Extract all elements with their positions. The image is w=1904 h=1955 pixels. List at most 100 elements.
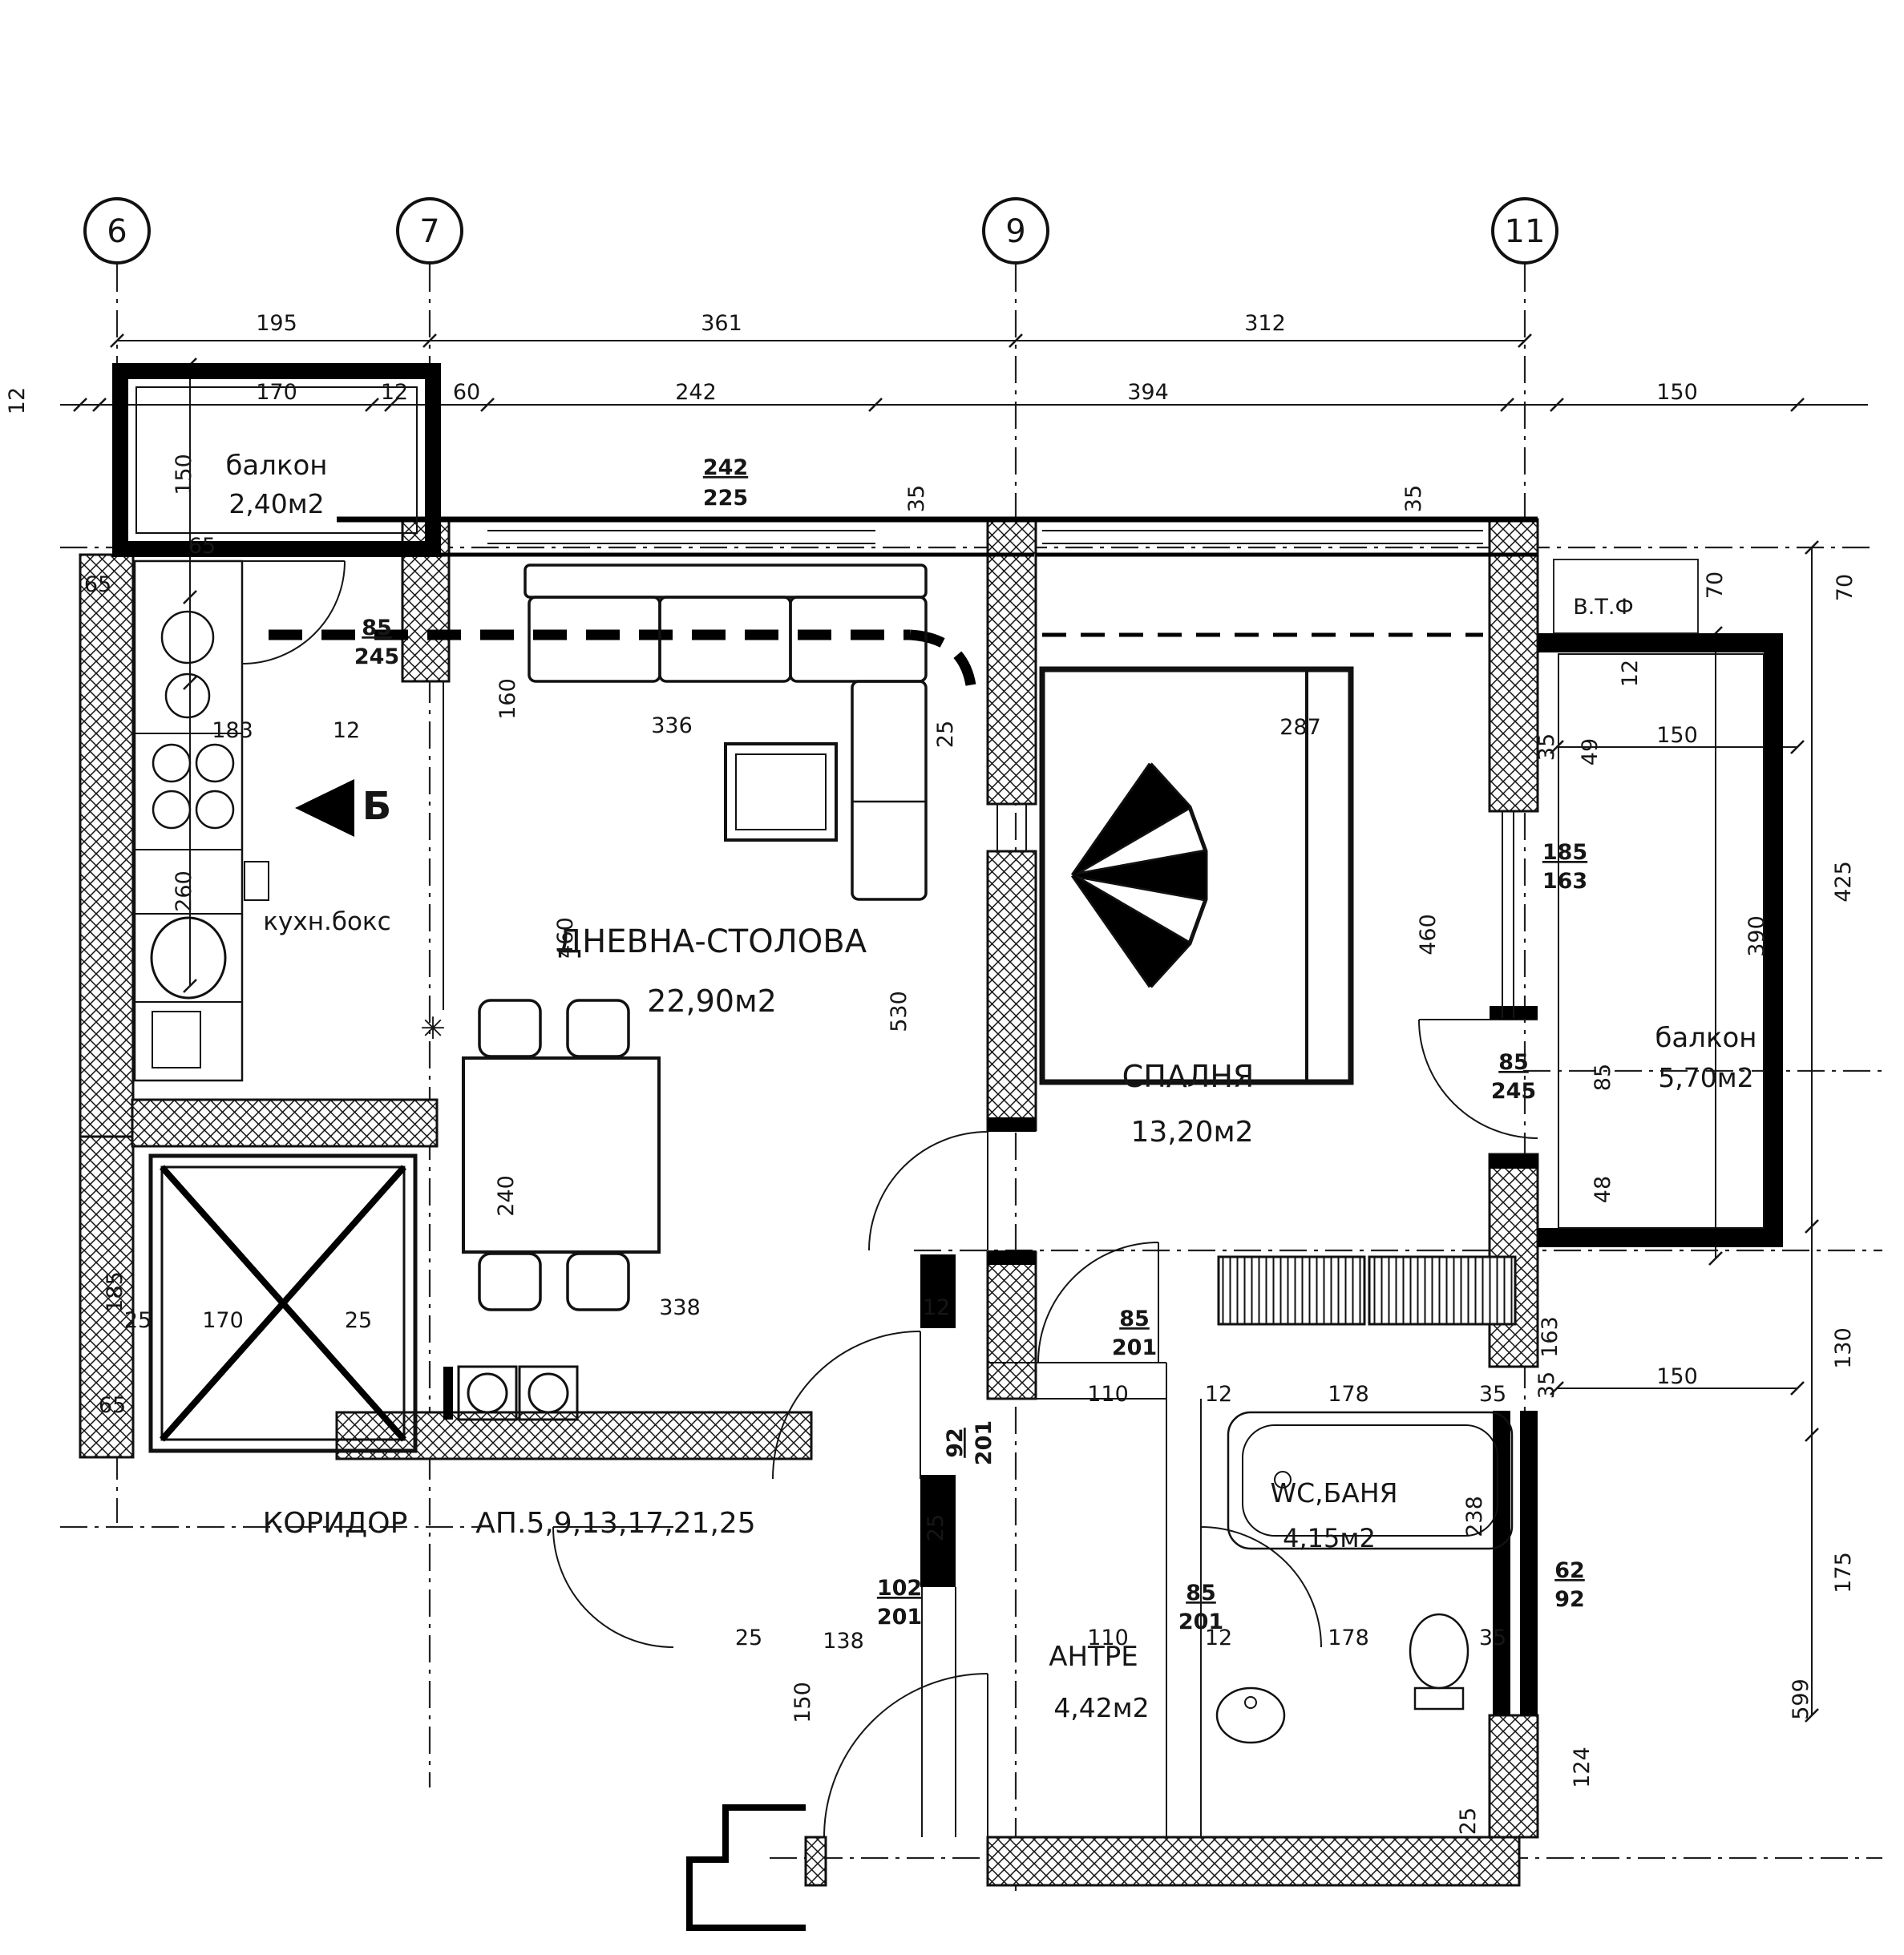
washing-machine xyxy=(443,1365,579,1421)
wall-left-upper xyxy=(79,553,135,1138)
dimension-label: 178 xyxy=(1328,1382,1369,1407)
elevator xyxy=(148,1153,418,1453)
dimension-label: 85 xyxy=(362,616,392,640)
vt-box xyxy=(1553,559,1699,634)
dimension-label: 25 xyxy=(735,1626,762,1650)
entry-step xyxy=(686,1804,806,1931)
axis-label: 6 xyxy=(107,213,127,250)
wall-right-lower xyxy=(1488,1714,1539,1839)
floor-drain-symbol: ✳ xyxy=(420,1011,446,1046)
kitchen-sink xyxy=(164,673,211,719)
bed xyxy=(1039,666,1354,1085)
dimension-label: 260 xyxy=(172,870,196,912)
dimension-label: 25 xyxy=(1456,1808,1481,1835)
stove-burner xyxy=(195,790,235,830)
dimension-label: 163 xyxy=(1538,1316,1562,1358)
dimension-label: 390 xyxy=(1744,915,1769,957)
dimension-label: 92 xyxy=(943,1428,968,1458)
dimension-label: 150 xyxy=(1656,1364,1698,1389)
axis-circle-9: 9 xyxy=(982,197,1049,265)
dimension-label: 49 xyxy=(1578,738,1603,765)
section-mark-triangle xyxy=(295,779,354,837)
dimension-label: 150 xyxy=(790,1682,815,1723)
dimension-label: 12 xyxy=(923,1295,950,1320)
dimension-label: 336 xyxy=(651,713,693,738)
wardrobe xyxy=(1217,1255,1517,1326)
room-name-living: ДНЕВНА-СТОЛОВА xyxy=(557,923,867,960)
room-area-bedroom: 13,20м2 xyxy=(1130,1116,1253,1149)
dimension-label: 338 xyxy=(659,1295,701,1320)
wall-bottom-left xyxy=(804,1836,827,1887)
dimension-label: 35 xyxy=(1479,1382,1506,1407)
toilet xyxy=(1409,1613,1469,1711)
dimension-label: 238 xyxy=(1462,1496,1487,1537)
dimension-label: 85 xyxy=(1498,1050,1529,1075)
dimension-label: 35 xyxy=(1534,1371,1559,1399)
wc-sink xyxy=(1215,1686,1286,1744)
door-arc-hall-bedroom xyxy=(1037,1242,1159,1363)
doors xyxy=(241,560,1538,1838)
room-labels: балкон 2,40м2 кухн.бокс ДНЕВНА-СТОЛОВА 2… xyxy=(225,450,1756,1723)
dimension-label: 394 xyxy=(1127,380,1169,405)
dimension-label: 12 xyxy=(1205,1382,1232,1407)
wall-kitchen-corridor xyxy=(131,1098,439,1148)
axis-label: 9 xyxy=(1005,213,1025,250)
dimension-label: 312 xyxy=(1244,311,1286,336)
dimension-label: 183 xyxy=(212,718,253,743)
dimension-label: 25 xyxy=(345,1308,372,1333)
dimension-label: 460 xyxy=(1416,914,1441,955)
stove-burner xyxy=(152,790,192,830)
room-name-corridor: КОРИДОР xyxy=(263,1507,408,1540)
dimension-label: 35 xyxy=(1534,733,1559,761)
dimension-label: 185 xyxy=(1542,840,1587,865)
dimension-label: 130 xyxy=(1831,1327,1856,1369)
dimension-label: 201 xyxy=(1178,1610,1223,1634)
dimension-label: 35 xyxy=(1401,485,1426,512)
room-area-balcony2: 5,70м2 xyxy=(1658,1062,1753,1093)
dimension-label: 65 xyxy=(84,572,111,597)
dimension-label: 85 xyxy=(1119,1307,1150,1331)
room-area-hall: 4,42м2 xyxy=(1053,1692,1149,1723)
basin xyxy=(150,916,227,1000)
dimension-label: 35 xyxy=(1479,1626,1506,1650)
stove-burner xyxy=(152,743,192,783)
dimension-label: 225 xyxy=(703,486,748,511)
windows xyxy=(487,530,1514,1018)
kitchen-sink xyxy=(160,610,215,664)
dimension-label: 85 xyxy=(1186,1581,1216,1606)
room-name-bedroom: СПАЛНЯ xyxy=(1122,1059,1255,1094)
dimension-label: 12 xyxy=(333,718,360,743)
room-name-hall: АНТРЕ xyxy=(1049,1641,1138,1673)
dimension-label: 530 xyxy=(887,991,912,1032)
door-arc-hall-wc xyxy=(1200,1526,1322,1648)
dimension-label: 110 xyxy=(1087,1626,1129,1650)
dimension-label: 12 xyxy=(1205,1626,1232,1650)
door-arc-corridor xyxy=(552,1526,674,1648)
axis-label: 11 xyxy=(1505,213,1546,250)
dimension-label: 138 xyxy=(823,1629,864,1654)
stove-burner xyxy=(195,743,235,783)
dimension-label: 201 xyxy=(877,1605,922,1630)
dimension-label: 242 xyxy=(675,380,717,405)
dimension-label: 25 xyxy=(933,721,958,748)
dimension-label: 25 xyxy=(924,1514,948,1541)
dimension-label: 12 xyxy=(5,387,30,414)
shaft-bar xyxy=(1520,1411,1538,1715)
chair xyxy=(566,999,630,1058)
walls xyxy=(79,363,1783,1931)
dimension-label: 599 xyxy=(1789,1678,1813,1720)
dimension-label: 48 xyxy=(1591,1176,1615,1203)
door-arc-bedroom-balcony xyxy=(1418,1019,1538,1139)
dimension-label: 170 xyxy=(256,380,297,405)
grid-axes: 6 7 9 11 xyxy=(60,197,1882,1892)
room-name-balcony2: балкон xyxy=(1655,1022,1756,1054)
dimension-label: 201 xyxy=(1112,1335,1157,1360)
wall-right-upper xyxy=(1488,518,1539,813)
chair xyxy=(478,999,542,1058)
door-arc-balcony-kitchen xyxy=(241,560,346,664)
dimension-label: 361 xyxy=(701,311,742,336)
furniture xyxy=(133,559,1517,1744)
